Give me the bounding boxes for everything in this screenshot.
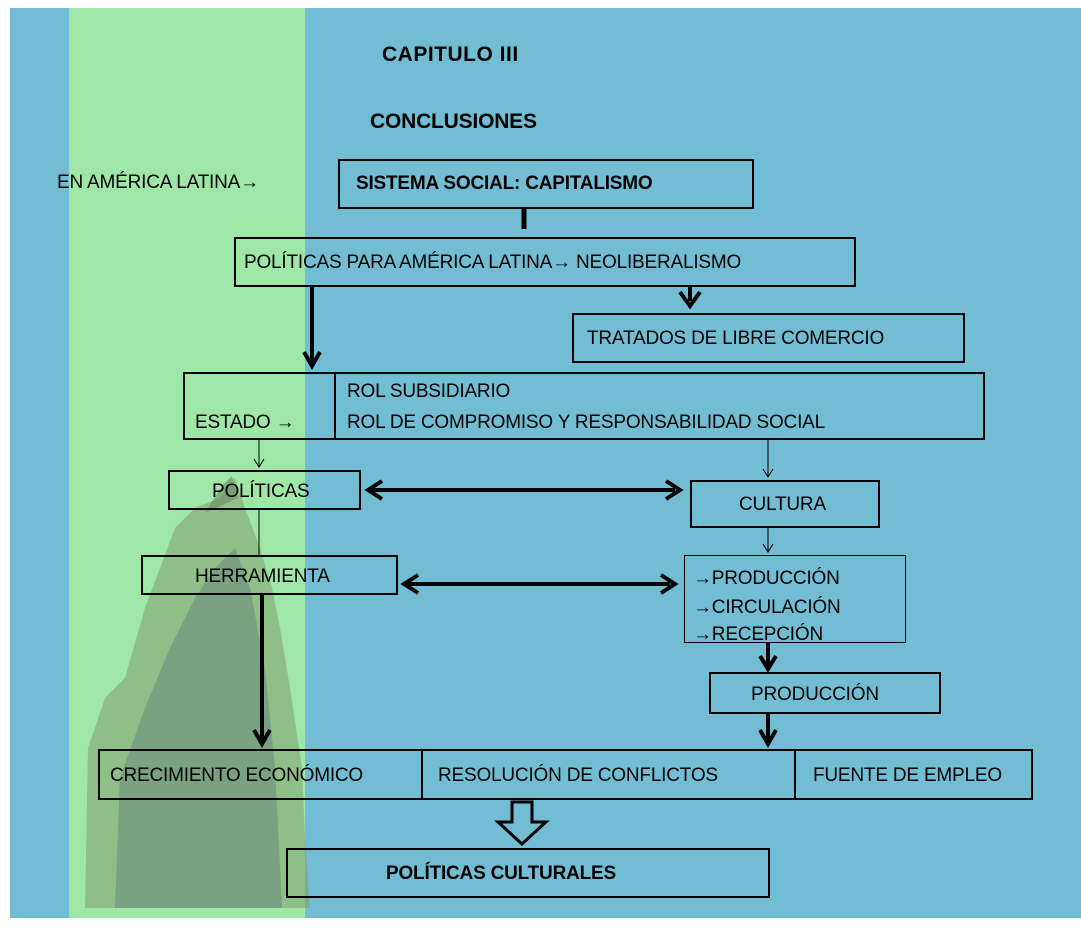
system-box: SISTEMA SOCIAL: CAPITALISMO xyxy=(338,159,754,209)
tool-label: HERRAMIENTA xyxy=(195,566,330,587)
latam-policies-label: POLÍTICAS PARA AMÉRICA LATINA→ NEOLIBERA… xyxy=(244,252,742,273)
culture-box: CULTURA xyxy=(690,480,880,528)
chapter-title: CAPITULO III xyxy=(382,43,519,66)
policies-label: POLÍTICAS xyxy=(212,481,310,502)
cycle-thin-head xyxy=(762,543,774,553)
growth-arrow-head xyxy=(252,729,272,749)
cycle-box: →PRODUCCIÓN →CIRCULACIÓN →RECEPCIÓN xyxy=(684,555,906,645)
result-box: POLÍTICAS CULTURALES xyxy=(286,848,770,898)
policies-box: POLÍTICAS xyxy=(168,470,361,510)
policies-culture-head-right xyxy=(664,479,684,501)
cycle-circulation: →CIRCULACIÓN xyxy=(693,597,841,618)
system-label: SISTEMA SOCIAL: CAPITALISMO xyxy=(356,173,653,194)
culture-thin-head xyxy=(762,468,774,478)
outcomes-arrow-head xyxy=(758,729,778,749)
outcome-economic-growth: CRECIMIENTO ECONÓMICO xyxy=(110,765,364,786)
policies-culture-head-left xyxy=(364,479,384,501)
slide-background: CAPITULO III CONCLUSIONES EN AMÉRICA LAT… xyxy=(10,8,1081,918)
state-role-social: ROL DE COMPROMISO Y RESPONSABILIDAD SOCI… xyxy=(347,412,825,433)
region-label: EN AMÉRICA LATINA→ xyxy=(57,172,259,193)
cycle-reception: →RECEPCIÓN xyxy=(693,624,823,645)
cycle-production: →PRODUCCIÓN xyxy=(693,568,840,589)
latam-policies-box: POLÍTICAS PARA AMÉRICA LATINA→ NEOLIBERA… xyxy=(234,237,856,287)
result-label: POLÍTICAS CULTURALES xyxy=(386,863,616,884)
tool-box: HERRAMIENTA xyxy=(141,555,398,595)
result-block-arrow xyxy=(494,800,550,847)
outcome-employment: FUENTE DE EMPLEO xyxy=(813,765,1002,786)
outcomes-box: CRECIMIENTO ECONÓMICO RESOLUCIÓN DE CONF… xyxy=(98,749,1033,800)
production-box: PRODUCCIÓN xyxy=(709,672,941,714)
section-title: CONCLUSIONES xyxy=(370,110,537,133)
state-arrow-head xyxy=(302,351,322,371)
treaties-label: TRATADOS DE LIBRE COMERCIO xyxy=(587,328,885,349)
diagram-connectors xyxy=(252,209,778,847)
treaties-arrow-head xyxy=(678,290,702,310)
outcomes-divider-2 xyxy=(794,749,796,800)
decorative-ruins-image xyxy=(85,476,310,908)
state-box: ESTADO → ROL SUBSIDIARIO ROL DE COMPROMI… xyxy=(183,372,985,440)
production-arrow-head xyxy=(758,654,778,673)
state-label: ESTADO → xyxy=(195,412,295,433)
outcome-conflict-resolution: RESOLUCIÓN DE CONFLICTOS xyxy=(438,765,718,786)
outcomes-divider-1 xyxy=(421,749,423,800)
policies-thin-head xyxy=(253,458,265,468)
state-role-subsidiary: ROL SUBSIDIARIO xyxy=(347,381,511,402)
tool-cycle-head-left xyxy=(400,573,420,595)
culture-label: CULTURA xyxy=(739,494,826,515)
production-label: PRODUCCIÓN xyxy=(751,684,879,705)
treaties-box: TRATADOS DE LIBRE COMERCIO xyxy=(572,313,965,363)
tool-cycle-head-right xyxy=(659,573,679,595)
